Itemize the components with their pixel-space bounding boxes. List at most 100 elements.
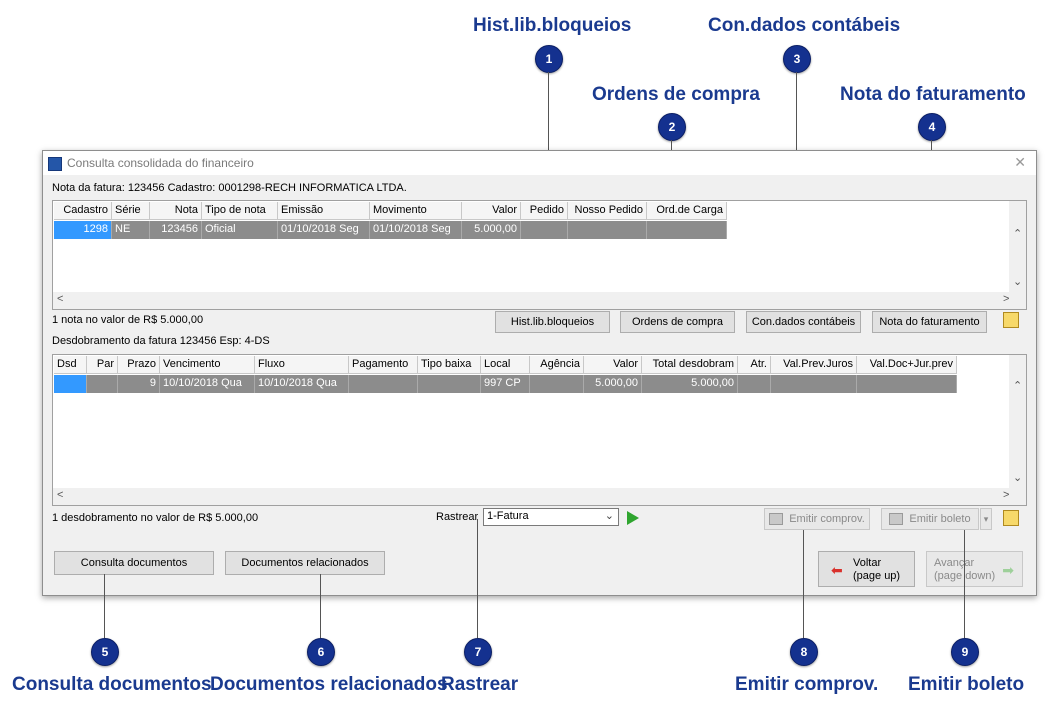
col-header[interactable]: Agência bbox=[530, 356, 584, 374]
callout-badge-3: 3 bbox=[783, 45, 811, 73]
scroll-right-icon[interactable]: > bbox=[1003, 293, 1010, 305]
notas-grid[interactable]: Cadastro Série Nota Tipo de nota Emissão… bbox=[52, 200, 1027, 310]
chevron-down-icon: ⌄ bbox=[604, 510, 614, 522]
arrow-right-icon: ➡ bbox=[1002, 562, 1014, 578]
col-header[interactable]: Pedido bbox=[521, 202, 568, 220]
col-header[interactable]: Emissão bbox=[278, 202, 370, 220]
close-icon[interactable]: ✕ bbox=[1014, 154, 1026, 170]
col-header[interactable]: Fluxo bbox=[255, 356, 349, 374]
scroll-left-icon[interactable]: < bbox=[57, 489, 64, 501]
chevron-down-icon: ▾ bbox=[983, 513, 989, 524]
col-header[interactable]: Val.Prev.Juros bbox=[771, 356, 857, 374]
table-cell[interactable]: 9 bbox=[118, 375, 160, 393]
emitir-boleto-button[interactable]: Emitir boleto bbox=[881, 508, 979, 530]
table-cell[interactable] bbox=[647, 221, 727, 239]
table-cell[interactable] bbox=[568, 221, 647, 239]
rastrear-select[interactable]: 1-Fatura ⌄ bbox=[483, 508, 619, 526]
avancar-button[interactable]: Avançar (page down) ➡ bbox=[926, 551, 1023, 587]
callout-line-7 bbox=[477, 519, 478, 638]
table-cell[interactable]: 5.000,00 bbox=[584, 375, 642, 393]
horizontal-scrollbar[interactable]: < > bbox=[53, 488, 1026, 505]
app-icon bbox=[48, 157, 62, 171]
table-cell[interactable] bbox=[771, 375, 857, 393]
export-icon[interactable] bbox=[1003, 312, 1019, 328]
nota-do-faturamento-button[interactable]: Nota do faturamento bbox=[872, 311, 987, 333]
table-cell[interactable]: 1298 bbox=[54, 221, 112, 239]
financeiro-window: Consulta consolidada do financeiro ✕ Not… bbox=[42, 150, 1037, 596]
callout-badge-6: 6 bbox=[307, 638, 335, 666]
horizontal-scrollbar[interactable]: < > bbox=[53, 292, 1026, 309]
table-cell[interactable] bbox=[87, 375, 118, 393]
callout-badge-2: 2 bbox=[658, 113, 686, 141]
col-header[interactable]: Tipo de nota bbox=[202, 202, 278, 220]
ordens-de-compra-button[interactable]: Ordens de compra bbox=[620, 311, 735, 333]
col-header[interactable]: Par bbox=[87, 356, 118, 374]
table-cell[interactable] bbox=[530, 375, 584, 393]
col-header[interactable]: Total desdobram bbox=[642, 356, 738, 374]
col-header[interactable]: Nota bbox=[150, 202, 202, 220]
table-cell[interactable] bbox=[521, 221, 568, 239]
col-header[interactable]: Valor bbox=[462, 202, 521, 220]
table-cell[interactable]: 01/10/2018 Seg bbox=[370, 221, 462, 239]
col-header[interactable]: Prazo bbox=[118, 356, 160, 374]
scroll-right-icon[interactable]: > bbox=[1003, 489, 1010, 501]
col-header[interactable]: Val.Doc+Jur.prev bbox=[857, 356, 957, 374]
emitir-comprov-button[interactable]: Emitir comprov. bbox=[764, 508, 870, 530]
table-cell[interactable]: 5.000,00 bbox=[462, 221, 521, 239]
vertical-scrollbar[interactable]: ⌃ ⌄ bbox=[1009, 201, 1026, 292]
export-icon[interactable] bbox=[1003, 510, 1019, 526]
table-cell[interactable]: Oficial bbox=[202, 221, 278, 239]
callout-label-emitir-boleto: Emitir boleto bbox=[908, 674, 1025, 695]
scroll-up-icon[interactable]: ⌃ bbox=[1013, 380, 1023, 392]
callout-line-6 bbox=[320, 574, 321, 638]
col-header[interactable]: Dsd bbox=[54, 356, 87, 374]
col-header[interactable]: Série bbox=[112, 202, 150, 220]
col-header[interactable]: Cadastro bbox=[54, 202, 112, 220]
table-cell[interactable]: 01/10/2018 Seg bbox=[278, 221, 370, 239]
table-cell[interactable]: 123456 bbox=[150, 221, 202, 239]
table-cell[interactable]: 10/10/2018 Qua bbox=[160, 375, 255, 393]
hist-lib-bloqueios-button[interactable]: Hist.lib.bloqueios bbox=[495, 311, 610, 333]
window-title: Consulta consolidada do financeiro bbox=[67, 156, 254, 170]
callout-badge-8: 8 bbox=[790, 638, 818, 666]
table-cell[interactable]: 997 CP bbox=[481, 375, 530, 393]
table-cell[interactable] bbox=[738, 375, 771, 393]
voltar-button[interactable]: ⬅ Voltar (page up) bbox=[818, 551, 915, 587]
table-cell[interactable] bbox=[349, 375, 418, 393]
table-cell[interactable] bbox=[54, 375, 87, 393]
voltar-hint: (page up) bbox=[853, 570, 901, 582]
col-header[interactable]: Local bbox=[481, 356, 530, 374]
callout-line-8 bbox=[803, 530, 804, 638]
col-header[interactable]: Valor bbox=[584, 356, 642, 374]
col-header[interactable]: Vencimento bbox=[160, 356, 255, 374]
con-dados-contabeis-button[interactable]: Con.dados contábeis bbox=[746, 311, 861, 333]
callout-line-5 bbox=[104, 574, 105, 638]
scroll-left-icon[interactable]: < bbox=[57, 293, 64, 305]
scroll-down-icon[interactable]: ⌄ bbox=[1013, 276, 1023, 288]
printer-icon bbox=[889, 513, 904, 525]
callout-badge-4: 4 bbox=[918, 113, 946, 141]
documentos-relacionados-button[interactable]: Documentos relacionados bbox=[225, 551, 385, 575]
desdobramento-label: Desdobramento da fatura 123456 Esp: 4-DS bbox=[52, 335, 270, 347]
table-cell[interactable] bbox=[857, 375, 957, 393]
scroll-down-icon[interactable]: ⌄ bbox=[1013, 472, 1023, 484]
table-cell[interactable]: 10/10/2018 Qua bbox=[255, 375, 349, 393]
table-cell[interactable] bbox=[418, 375, 481, 393]
callout-label-con-dados-contabeis: Con.dados contábeis bbox=[708, 15, 901, 36]
col-header[interactable]: Nosso Pedido bbox=[568, 202, 647, 220]
desdobramento-grid[interactable]: Dsd Par Prazo Vencimento Fluxo Pagamento… bbox=[52, 354, 1027, 506]
col-header[interactable]: Atr. bbox=[738, 356, 771, 374]
consulta-documentos-button[interactable]: Consulta documentos bbox=[54, 551, 214, 575]
scroll-up-icon[interactable]: ⌃ bbox=[1013, 228, 1023, 240]
callout-label-emitir-comprov: Emitir comprov. bbox=[735, 674, 879, 695]
col-header[interactable]: Pagamento bbox=[349, 356, 418, 374]
callout-label-rastrear: Rastrear bbox=[441, 674, 519, 695]
col-header[interactable]: Tipo baixa bbox=[418, 356, 481, 374]
emitir-boleto-dropdown[interactable]: ▾ bbox=[980, 508, 992, 530]
table-cell[interactable]: 5.000,00 bbox=[642, 375, 738, 393]
vertical-scrollbar[interactable]: ⌃ ⌄ bbox=[1009, 355, 1026, 488]
table-cell[interactable]: NE bbox=[112, 221, 150, 239]
col-header[interactable]: Ord.de Carga bbox=[647, 202, 727, 220]
col-header[interactable]: Movimento bbox=[370, 202, 462, 220]
play-icon[interactable] bbox=[627, 511, 639, 525]
